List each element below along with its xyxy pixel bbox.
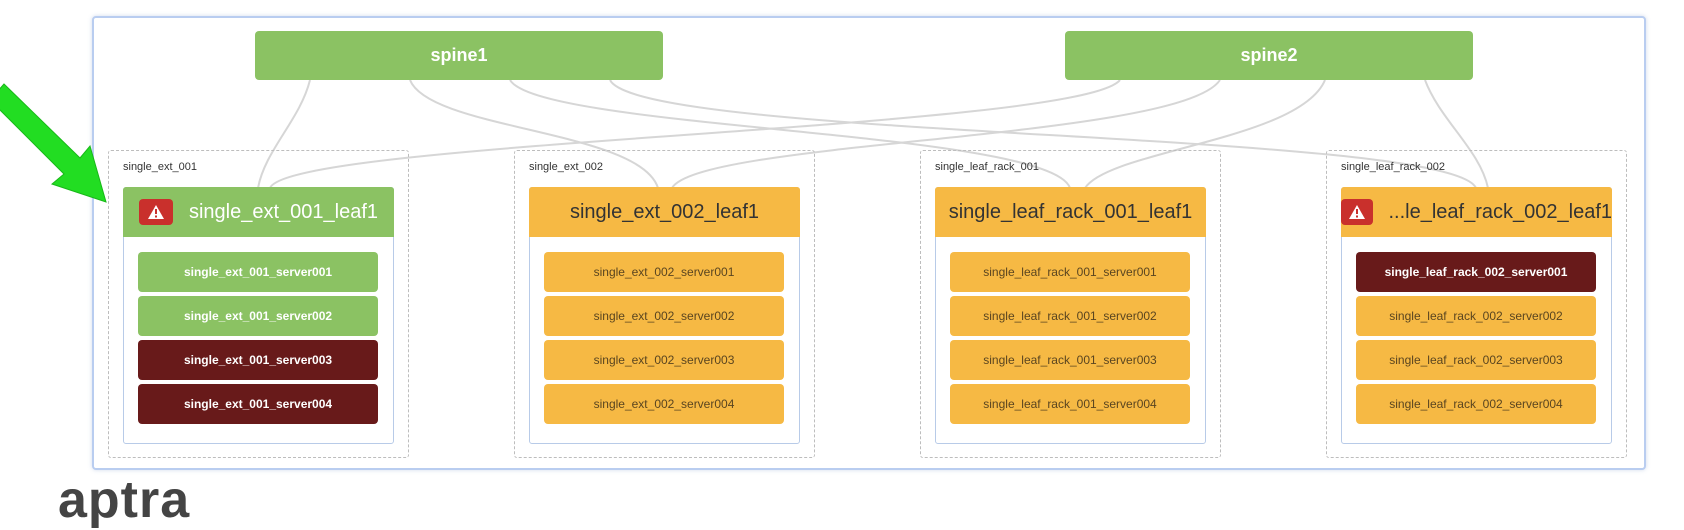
- spine-label: spine2: [1240, 45, 1298, 65]
- server-label: single_ext_002_server002: [593, 309, 735, 323]
- server-label: single_ext_002_server001: [593, 265, 735, 279]
- server-node[interactable]: single_leaf_rack_001_server003: [950, 340, 1190, 380]
- server-label: single_leaf_rack_001_server004: [983, 397, 1157, 411]
- server-label: single_leaf_rack_002_server002: [1389, 309, 1563, 323]
- group-label: single_ext_002: [529, 161, 604, 173]
- server-node[interactable]: single_ext_002_server004: [544, 384, 784, 424]
- rack-group-1: single_ext_001 single_ext_001_leaf1 sing…: [108, 150, 409, 458]
- brand-logo: aptra: [58, 471, 191, 529]
- server-label: single_ext_001_server001: [183, 265, 333, 279]
- leaf-node[interactable]: single_ext_001_leaf1: [123, 187, 394, 237]
- rack-group-3: single_leaf_rack_001 single_leaf_rack_00…: [920, 150, 1221, 458]
- group-label: single_ext_001: [123, 161, 198, 173]
- server-label: single_ext_002_server003: [593, 353, 735, 367]
- server-node[interactable]: single_ext_001_server003: [138, 340, 378, 380]
- server-node[interactable]: single_ext_002_server001: [544, 252, 784, 292]
- server-label: single_leaf_rack_001_server001: [983, 265, 1157, 279]
- spine-node-2[interactable]: spine2: [1065, 31, 1473, 80]
- spine-label: spine1: [430, 45, 488, 65]
- server-node[interactable]: single_leaf_rack_001_server004: [950, 384, 1190, 424]
- server-label: single_leaf_rack_001_server003: [983, 353, 1157, 367]
- leaf-node[interactable]: single_ext_002_leaf1: [529, 187, 800, 237]
- leaf-node[interactable]: single_leaf_rack_001_leaf1: [935, 187, 1206, 237]
- group-label: single_leaf_rack_002: [1341, 161, 1445, 173]
- server-node[interactable]: single_ext_001_server001: [138, 252, 378, 292]
- link-spine1-leaf3: [509, 79, 1071, 189]
- server-label: single_leaf_rack_002_server003: [1389, 353, 1563, 367]
- link-spine2-leaf1: [269, 79, 1121, 189]
- topology-links: [257, 79, 1489, 189]
- spine-node-1[interactable]: spine1: [255, 31, 663, 80]
- server-node[interactable]: single_ext_001_server004: [138, 384, 378, 424]
- leaf-label: single_leaf_rack_001_leaf1: [948, 200, 1193, 223]
- warning-triangle-icon[interactable]: [138, 199, 173, 225]
- group-label: single_leaf_rack_001: [935, 161, 1039, 173]
- leaf-node[interactable]: ...le_leaf_rack_002_leaf1: [1341, 187, 1612, 237]
- link-spine1-leaf2: [409, 79, 659, 189]
- leaf-label: single_ext_001_leaf1: [188, 200, 379, 223]
- rack-group-2: single_ext_002 single_ext_002_leaf1 sing…: [514, 150, 815, 458]
- link-spine2-leaf4: [1424, 79, 1489, 189]
- leaf-label: single_ext_002_leaf1: [569, 200, 760, 223]
- server-node[interactable]: single_ext_002_server002: [544, 296, 784, 336]
- server-label: single_leaf_rack_002_server004: [1389, 397, 1563, 411]
- leaf-label: ...le_leaf_rack_002_leaf1: [1388, 200, 1613, 223]
- leaf-container: single_ext_001_leaf1 single_ext_001_serv…: [123, 187, 394, 444]
- server-label: single_ext_001_server002: [183, 309, 333, 323]
- server-node[interactable]: single_leaf_rack_002_server001: [1356, 252, 1596, 292]
- server-node[interactable]: single_leaf_rack_002_server002: [1356, 296, 1596, 336]
- server-node[interactable]: single_ext_001_server002: [138, 296, 378, 336]
- leaf-container: ...le_leaf_rack_002_leaf1 single_leaf_ra…: [1341, 187, 1612, 444]
- leaf-container: single_ext_002_leaf1 single_ext_002_serv…: [529, 187, 800, 444]
- leaf-container: single_leaf_rack_001_leaf1 single_leaf_r…: [935, 187, 1206, 444]
- link-spine1-leaf4: [609, 79, 1477, 189]
- warning-triangle-icon[interactable]: [1341, 199, 1373, 225]
- link-spine2-leaf2: [671, 79, 1221, 189]
- server-node[interactable]: single_leaf_rack_002_server004: [1356, 384, 1596, 424]
- server-node[interactable]: single_leaf_rack_001_server001: [950, 252, 1190, 292]
- green-arrow-icon: [0, 83, 107, 203]
- server-label: single_ext_001_server003: [183, 353, 333, 367]
- server-label: single_ext_002_server004: [593, 397, 735, 411]
- server-node[interactable]: single_leaf_rack_001_server002: [950, 296, 1190, 336]
- server-label: single_ext_001_server004: [183, 397, 333, 411]
- rack-group-4: single_leaf_rack_002 ...le_leaf_rack_002…: [1326, 150, 1627, 458]
- server-node[interactable]: single_leaf_rack_002_server003: [1356, 340, 1596, 380]
- server-label: single_leaf_rack_001_server002: [983, 309, 1157, 323]
- server-label: single_leaf_rack_002_server001: [1384, 265, 1568, 279]
- link-spine2-leaf3: [1084, 79, 1326, 189]
- server-node[interactable]: single_ext_002_server003: [544, 340, 784, 380]
- link-spine1-leaf1: [257, 79, 311, 189]
